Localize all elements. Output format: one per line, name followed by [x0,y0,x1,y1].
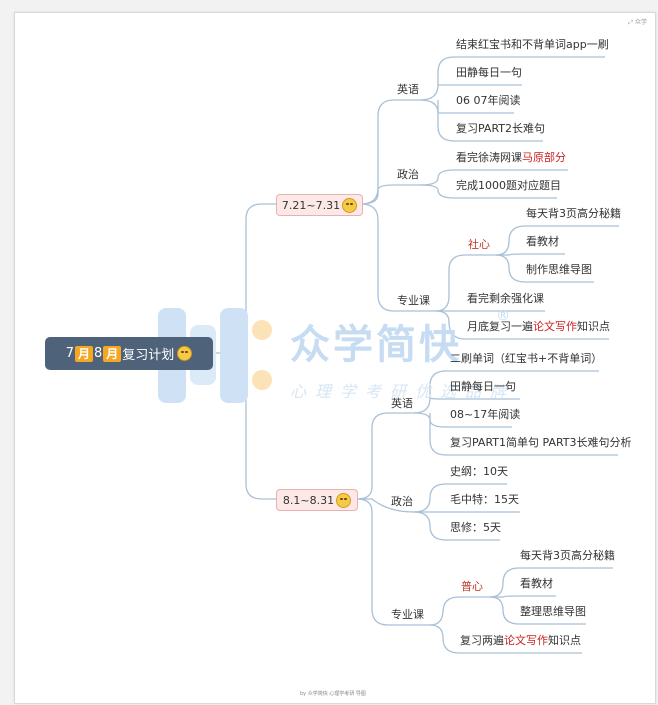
p1-politics-label[interactable]: 政治 [397,168,419,181]
p2-major-label[interactable]: 专业课 [391,608,424,621]
p1-major-enhance[interactable]: 看完剩余强化课 [467,292,544,305]
period-1-label: 7.21~7.31 [281,198,341,212]
connector-line [495,225,619,256]
p2-review-accent: 论文写作 [504,634,548,647]
connector-line [413,370,599,414]
p1-social-item-2[interactable]: 看教材 [526,235,559,248]
p1-review-post: 知识点 [577,320,610,333]
p2-politics-item-3[interactable]: 思修：5天 [450,521,501,534]
connector-line [429,596,490,626]
p1-social-label[interactable]: 社心 [468,238,490,251]
smile-icon [336,492,352,508]
connector-line [360,203,436,312]
p1-politics-item-2[interactable]: 完成1000题对应题目 [456,179,561,192]
p1-english-item-3[interactable]: 06 07年阅读 [456,94,521,107]
connector-line [419,169,568,186]
connector-line [356,498,430,626]
p2-politics-item-1[interactable]: 史纲：10天 [450,465,508,478]
connector-line [356,412,414,500]
p2-english-item-1[interactable]: 二刷单词（红宝书+不背单词） [450,352,603,365]
connector-line [429,397,520,400]
root-month-2: 月 [103,345,122,362]
p1-politics-item-1[interactable]: 看完徐涛网课马原部分 [456,151,566,165]
p2-english-item-4[interactable]: 复习PART1简单句 PART3长难句分析 [450,436,632,449]
p2-general-label[interactable]: 普心 [461,580,483,593]
connector-line [437,100,543,142]
connector-line [429,624,582,654]
connector-line [213,203,276,354]
connector-line [419,184,557,199]
connector-line [495,254,594,283]
connector-line [489,567,613,598]
root-month-1: 月 [74,345,93,362]
nerd-face-icon [342,197,358,213]
p2-politics-label[interactable]: 政治 [391,495,413,508]
nerd-face-icon [177,346,193,361]
p1-review-pre: 月底复习一遍 [467,320,533,333]
p1-politics-item-1-text: 看完徐涛网课 [456,151,522,164]
root-prefix: 7 [65,346,74,361]
p2-major-review[interactable]: 复习两遍论文写作知识点 [460,634,581,648]
connector-line [435,310,609,340]
connector-line [357,498,415,513]
p1-review-accent: 论文写作 [533,320,577,333]
p2-general-item-2[interactable]: 看教材 [520,577,553,590]
connector-line [229,352,276,500]
p1-social-item-1[interactable]: 每天背3页高分秘籍 [526,207,621,220]
period-node-1[interactable]: 7.21~7.31 [276,194,363,216]
corner-mark: ⤢ 众学 [628,19,647,26]
p2-english-label[interactable]: 英语 [391,397,413,410]
p1-major-label[interactable]: 专业课 [397,294,430,307]
connector-line [360,184,420,205]
p1-english-item-4[interactable]: 复习PART2长难句 [456,122,546,135]
p2-politics-item-2[interactable]: 毛中特：15天 [450,493,519,506]
connector-line [419,56,605,101]
p1-politics-item-1-accent: 马原部分 [522,151,566,164]
p2-review-pre: 复习两遍 [460,634,504,647]
connector-line [413,511,500,541]
connector-line [429,413,618,456]
root-title: 复习计划 [122,348,175,363]
p1-major-review[interactable]: 月底复习一遍论文写作知识点 [467,320,610,334]
root-mid: 8 [93,346,103,361]
p1-social-item-3[interactable]: 制作思维导图 [526,263,592,276]
root-node[interactable]: 7 月 8 月 复习计划 [45,337,213,370]
connector-line [435,254,496,312]
p2-general-item-1[interactable]: 每天背3页高分秘籍 [520,549,615,562]
connector-line [489,596,586,625]
p1-english-label[interactable]: 英语 [397,83,419,96]
connector-line [413,483,507,513]
p1-english-item-1[interactable]: 结束红宝书和不背单词app一刷 [456,38,609,51]
p2-general-item-3[interactable]: 整理思维导图 [520,605,586,618]
p1-english-item-2[interactable]: 田静每日一句 [456,66,522,79]
footer-credit: by 众学简快 心理学考研 导图 [300,691,366,697]
connector-line [360,99,420,205]
period-node-2[interactable]: 8.1~8.31 [276,489,358,511]
period-2-label: 8.1~8.31 [282,493,335,507]
p2-review-post: 知识点 [548,634,581,647]
connector-line [490,595,556,598]
p2-english-item-3[interactable]: 08~17年阅读 [450,408,521,421]
p2-english-item-2[interactable]: 田静每日一句 [450,380,516,393]
connector-line [496,253,565,256]
